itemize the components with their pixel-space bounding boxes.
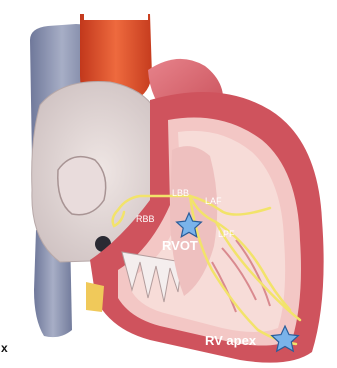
edge-text-fragment: x xyxy=(1,341,8,355)
rbb-label: RBB xyxy=(136,214,155,224)
fat-pad xyxy=(86,282,104,312)
rv-apex-label: RV apex xyxy=(205,333,257,348)
rvot-label: RVOT xyxy=(162,238,198,253)
lbb-label: LBB xyxy=(172,188,189,198)
laf-label: LAF xyxy=(205,196,222,206)
lpf-label: LPF xyxy=(218,229,235,239)
